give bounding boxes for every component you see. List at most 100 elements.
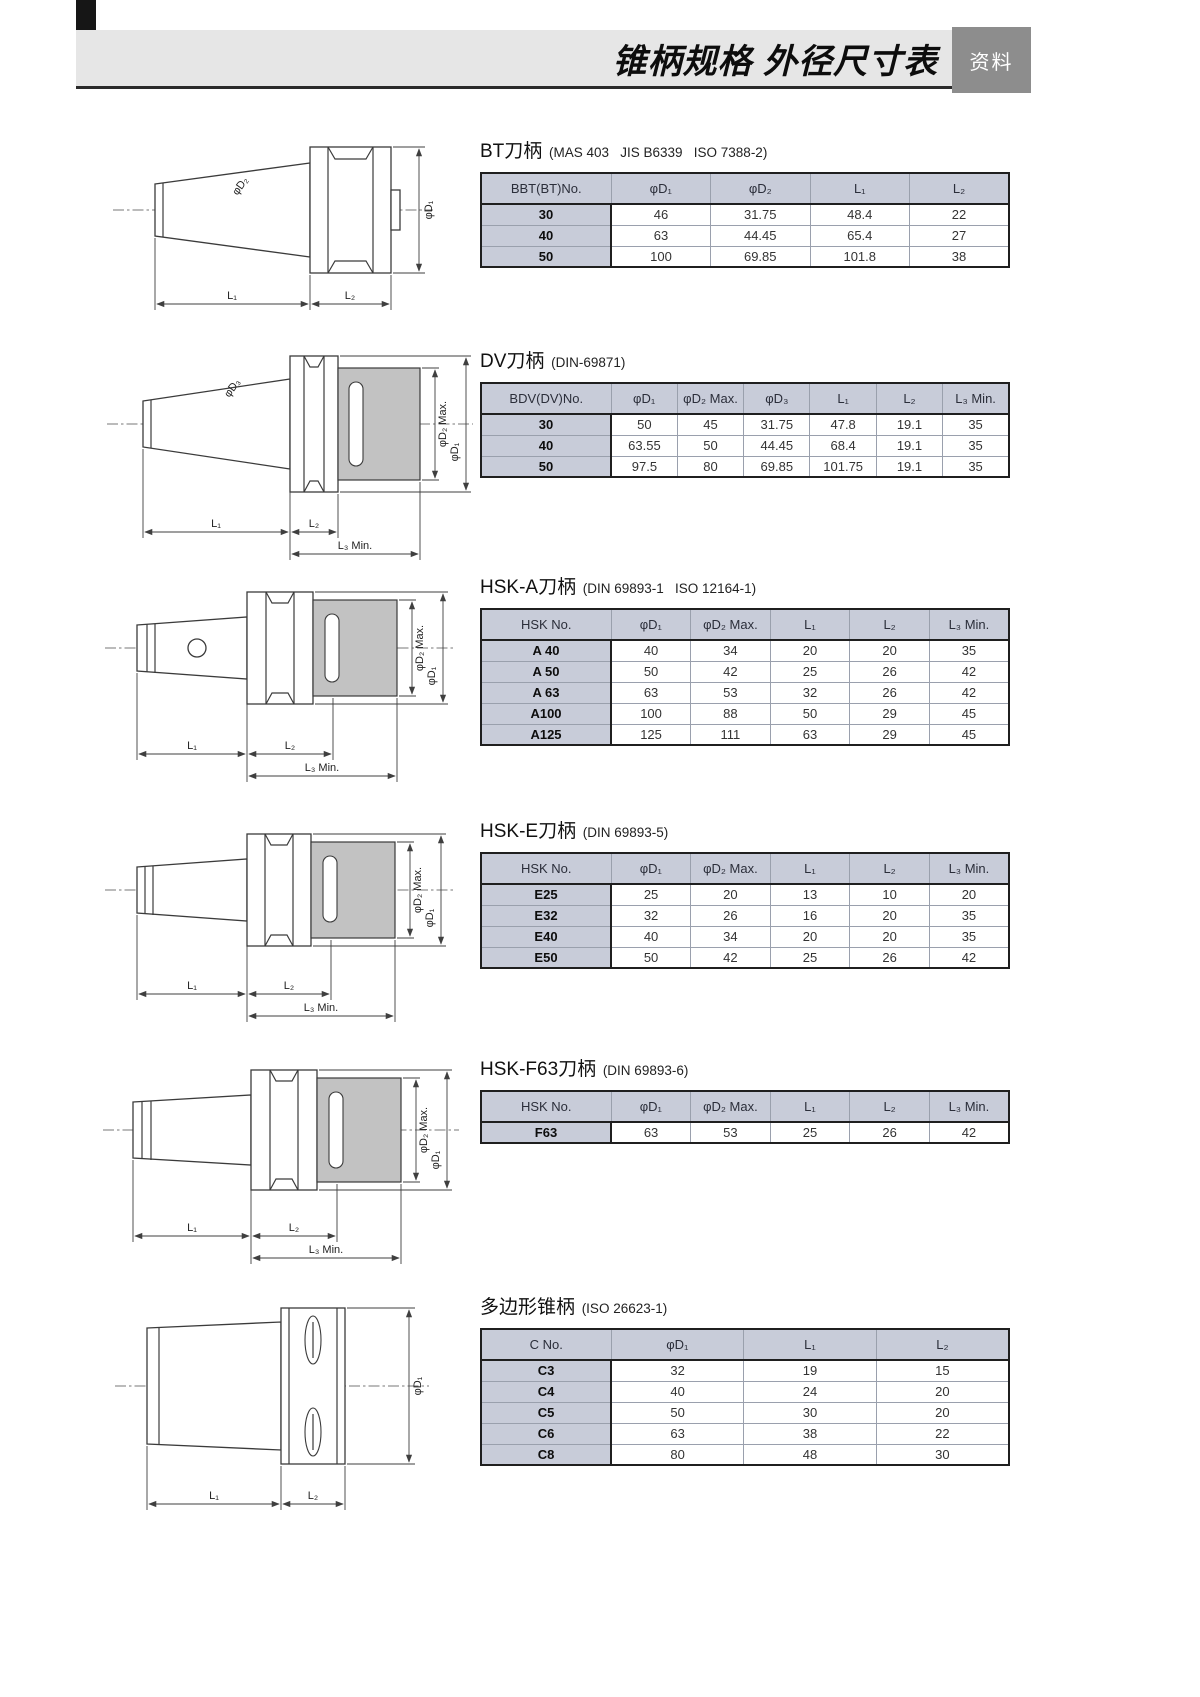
table-cell: 53 — [690, 681, 771, 704]
table-cell: 40 — [610, 639, 692, 662]
row-header: C3 — [480, 1359, 612, 1382]
table-cell: 69.85 — [710, 245, 811, 268]
table-cell: 13 — [769, 883, 851, 906]
table-cell: 29 — [849, 702, 930, 725]
row-header: 30 — [480, 203, 612, 226]
table-cell: 35 — [942, 413, 1010, 436]
table-cell: 111 — [690, 723, 771, 746]
table-cell: 42 — [690, 946, 771, 969]
table-cell: 44.45 — [710, 224, 811, 247]
section-title: 多边形锥柄 — [480, 1297, 576, 1318]
row-header: E32 — [480, 904, 612, 927]
section-bt: φD₂ φD₁ L₁ L₂ BT刀柄 (MAS 403 JIS B6339 IS… — [85, 132, 1020, 337]
dv-holder-drawing: φD₃ φD₂ Max. φD₁ L₁ L₂ L₃ Min. — [107, 355, 473, 560]
column-header: L₁ — [809, 172, 910, 205]
row-header: C4 — [480, 1380, 612, 1403]
table-cell: 25 — [769, 1121, 851, 1144]
table-cell: 50 — [610, 660, 692, 683]
hsk-e-holder-drawing: φD₂ Max. φD₁ L₁ L₂ L₃ Min. — [105, 833, 453, 1022]
table-cell: 20 — [849, 925, 930, 948]
header-badge: 资料 — [952, 27, 1031, 93]
section-dv: φD₃ φD₂ Max. φD₁ L₁ L₂ L₃ Min. — [85, 342, 1020, 567]
dv-drawing-area: φD₃ φD₂ Max. φD₁ L₁ L₂ L₃ Min. — [85, 342, 480, 567]
table-cell: 20 — [928, 883, 1010, 906]
section-standards: (MAS 403 JIS B6339 ISO 7388-2) — [548, 145, 768, 160]
hsk-f63-holder-drawing: φD₂ Max. φD₁ L₁ L₂ L₃ Min. — [103, 1069, 459, 1264]
table-cell: 42 — [928, 681, 1010, 704]
table-cell: 26 — [849, 1121, 930, 1144]
column-header: φD₁ — [610, 1328, 745, 1361]
row-header: C5 — [480, 1401, 612, 1424]
table-cell: 35 — [942, 455, 1010, 478]
hsk-f63-section-title: HSK-F63刀柄 (DIN 69893-6) — [480, 1054, 1020, 1082]
table-cell: 63 — [610, 1422, 745, 1445]
row-header: 50 — [480, 455, 612, 478]
table-cell: 125 — [610, 723, 692, 746]
row-header: A 40 — [480, 639, 612, 662]
column-header: φD₁ — [610, 608, 692, 641]
dim-label-d1: φD₁ — [426, 666, 438, 685]
table-cell: 100 — [610, 245, 711, 268]
table-cell: 22 — [909, 203, 1010, 226]
table-cell: 20 — [849, 639, 930, 662]
table-cell: 46 — [610, 203, 711, 226]
table-cell: 63 — [769, 723, 851, 746]
table-cell: 80 — [610, 1443, 745, 1466]
hsk-a-drawing-area: φD₂ Max. φD₁ L₁ L₂ L₃ Min. — [85, 568, 480, 798]
table-cell: 45 — [928, 702, 1010, 725]
dim-label-d2max: φD₂ Max. — [412, 867, 424, 913]
table-cell: 19.1 — [875, 434, 944, 457]
page-corner-mark — [76, 0, 96, 30]
dim-label-l1: L₁ — [211, 518, 221, 530]
column-header: φD₂ Max. — [690, 1090, 771, 1123]
table-cell: 34 — [690, 639, 771, 662]
table-cell: 30 — [743, 1401, 877, 1424]
table-cell: 63 — [610, 224, 711, 247]
hsk-e-section-title: HSK-E刀柄 (DIN 69893-5) — [480, 816, 1020, 844]
row-header: E40 — [480, 925, 612, 948]
dim-label-l1: L₁ — [209, 1490, 219, 1502]
dim-label-l1: L₁ — [187, 740, 197, 752]
table-cell: 26 — [849, 946, 930, 969]
dim-label-d1: φD₁ — [424, 908, 436, 927]
column-header: L₃ Min. — [928, 608, 1010, 641]
dim-label-l2: L₂ — [345, 290, 355, 302]
column-header: HSK No. — [480, 1090, 612, 1123]
table-cell: 97.5 — [610, 455, 678, 478]
column-header: φD₁ — [610, 172, 711, 205]
table-cell: 100 — [610, 702, 692, 725]
dv-section-title: DV刀柄 (DIN-69871) — [480, 346, 1020, 374]
table-cell: 32 — [769, 681, 851, 704]
column-header: L₂ — [849, 852, 930, 885]
table-cell: 35 — [928, 639, 1010, 662]
bt-holder-drawing: φD₂ φD₁ L₁ L₂ — [113, 146, 435, 310]
column-header: L₂ — [849, 1090, 930, 1123]
column-header: L₁ — [743, 1328, 877, 1361]
column-header: φD₂ Max. — [676, 382, 745, 415]
table-cell: 20 — [875, 1401, 1010, 1424]
table-cell: 19.1 — [875, 455, 944, 478]
dim-label-d2max: φD₂ Max. — [418, 1107, 430, 1153]
row-header: C6 — [480, 1422, 612, 1445]
table-cell: 25 — [769, 946, 851, 969]
dim-label-l1: L₁ — [187, 980, 197, 992]
column-header: L₂ — [909, 172, 1010, 205]
table-cell: 48 — [743, 1443, 877, 1466]
table-cell: 20 — [690, 883, 771, 906]
dim-label-d1: φD₁ — [423, 200, 435, 219]
table-cell: 63.55 — [610, 434, 678, 457]
section-hsk-a: φD₂ Max. φD₁ L₁ L₂ L₃ Min. HSK-A刀柄 (DIN … — [85, 568, 1020, 798]
table-cell: 19.1 — [875, 413, 944, 436]
table-cell: 24 — [743, 1380, 877, 1403]
